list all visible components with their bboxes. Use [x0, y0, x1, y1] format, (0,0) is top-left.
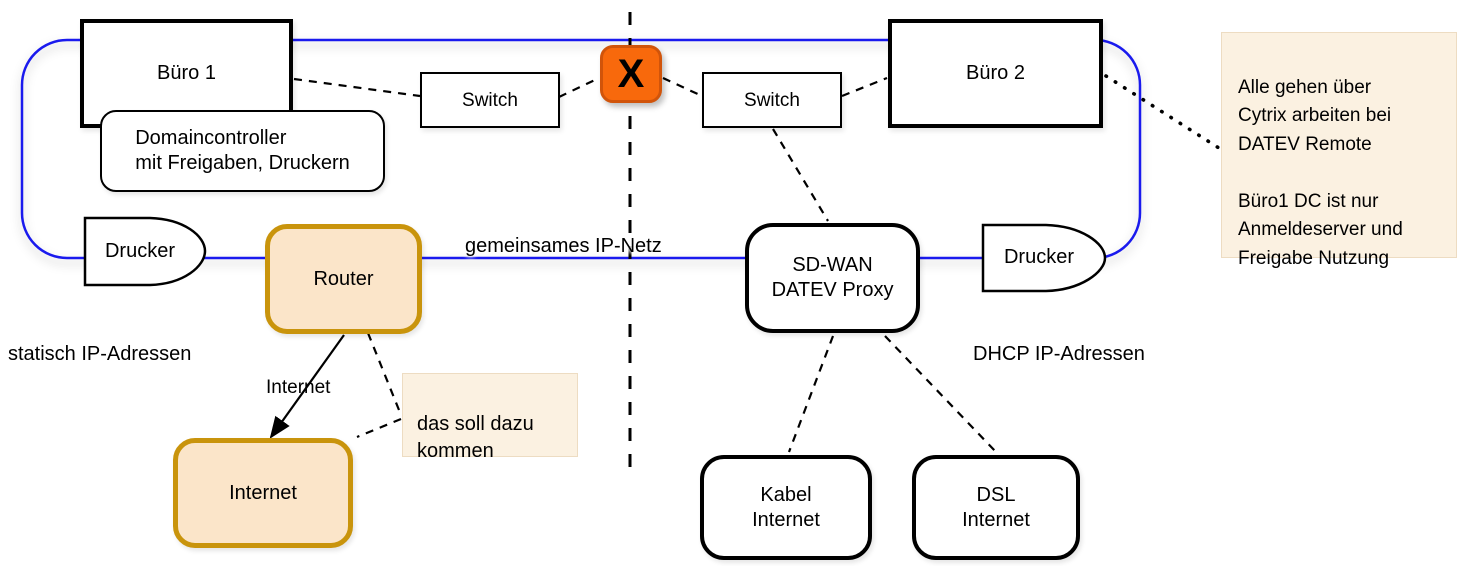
- node-internet-label: Internet: [229, 481, 297, 504]
- node-sdwan-label: SD-WAN DATEV Proxy: [771, 254, 894, 301]
- link-sdwan-kabel: [787, 335, 835, 453]
- shared-ip-network-boundary: [20, 38, 1142, 260]
- note-citrix-datev: Alle gehen über Cytrix arbeiten bei DATE…: [1221, 32, 1457, 269]
- node-switch-right-label: Switch: [744, 89, 800, 111]
- node-kabel-internet: Kabel Internet: [700, 455, 872, 560]
- link-x-switch-right: [662, 77, 703, 97]
- node-buero2: Büro 2: [888, 19, 1103, 128]
- link-switch-right-sdwan: [772, 128, 829, 222]
- node-switch-left-label: Switch: [462, 89, 518, 111]
- node-domaincontroller-label: Domaincontroller mit Freigaben, Druckern: [135, 127, 350, 174]
- node-internet: Internet: [173, 438, 353, 548]
- node-switch-left: Switch: [420, 72, 560, 128]
- arrow-router-internet: [269, 334, 345, 439]
- note-citrix-datev-text: Alle gehen über Cytrix arbeiten bei DATE…: [1238, 76, 1403, 269]
- node-x-blocker: X: [600, 45, 662, 103]
- node-router-label: Router: [313, 267, 374, 290]
- node-dsl-internet: DSL Internet: [912, 455, 1080, 560]
- node-buero2-label: Büro 2: [966, 62, 1025, 84]
- printer-shape-right: [981, 223, 1107, 293]
- printer-left-label: Drucker: [104, 240, 175, 262]
- node-kabel-internet-label: Kabel Internet: [752, 483, 820, 531]
- node-router: Router: [265, 224, 422, 334]
- node-x-blocker-label: X: [617, 51, 645, 96]
- link-sdwan-dsl: [884, 335, 997, 453]
- link-switch-right-buero2: [841, 76, 888, 98]
- node-domaincontroller: Domaincontroller mit Freigaben, Druckern: [100, 110, 385, 192]
- link-note-internet: [356, 417, 402, 439]
- note-das-soll-dazu-kommen: das soll dazu kommen: [402, 373, 578, 462]
- label-gemeinsames-ip-netz: gemeinsames IP-Netz: [465, 235, 662, 257]
- node-sdwan-datev-proxy: SD-WAN DATEV Proxy: [745, 223, 920, 333]
- node-switch-right: Switch: [702, 72, 842, 128]
- link-buero1-switch: [293, 77, 421, 98]
- link-switch-left-x: [558, 77, 600, 98]
- label-dhcp-ip-adressen: DHCP IP-Adressen: [973, 343, 1145, 365]
- printer-shape-left: [83, 216, 207, 287]
- link-buero2-citrix-note: [1104, 74, 1224, 152]
- node-dsl-internet-label: DSL Internet: [962, 483, 1030, 531]
- link-router-note: [366, 332, 403, 416]
- note-addition-text: das soll dazu kommen: [417, 413, 534, 462]
- printer-right-label: Drucker: [1003, 246, 1074, 268]
- label-statisch-ip-adressen: statisch IP-Adressen: [8, 343, 192, 365]
- label-internet-arrow: Internet: [266, 377, 331, 398]
- node-buero1-label: Büro 1: [157, 62, 216, 84]
